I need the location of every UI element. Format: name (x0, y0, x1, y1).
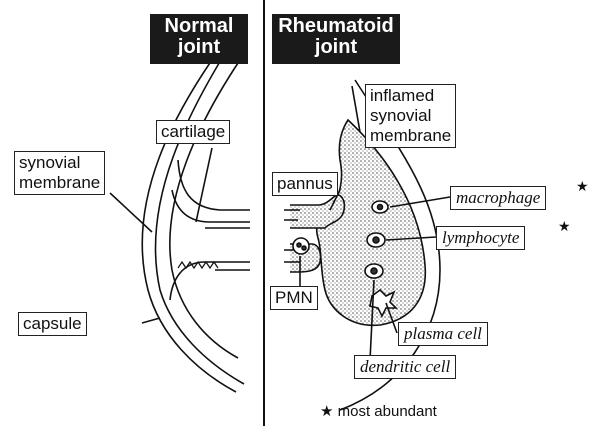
label-plasma-cell: plasma cell (398, 322, 488, 346)
rheumatoid-joint-title: Rheumatoid joint (272, 14, 400, 64)
label-pannus: pannus (272, 172, 338, 196)
label-lymphocyte: lymphocyte (436, 226, 525, 250)
label-capsule: capsule (18, 312, 87, 336)
synovial-line2: membrane (19, 173, 100, 193)
lymphocyte-star-icon: ★ (558, 220, 571, 234)
normal-title-line2: joint (154, 37, 244, 58)
label-pmn: PMN (270, 286, 318, 310)
synovial-line1: synovial (19, 153, 100, 173)
normal-title-line1: Normal (154, 16, 244, 37)
footnote-most-abundant: ★ most abundant (320, 402, 437, 420)
normal-joint-drawing (110, 40, 250, 392)
normal-joint-title: Normal joint (150, 14, 248, 64)
rheumatoid-title-line1: Rheumatoid (276, 16, 396, 37)
inflamed-line1: inflamed (370, 86, 451, 106)
inflamed-line3: membrane (370, 126, 451, 146)
inflamed-line2: synovial (370, 106, 451, 126)
rheumatoid-title-line2: joint (276, 37, 396, 58)
label-inflamed-synovial-membrane: inflamed synovial membrane (365, 84, 456, 148)
label-macrophage: macrophage (450, 186, 546, 210)
label-dendritic-cell: dendritic cell (354, 355, 456, 379)
macrophage-star-icon: ★ (576, 180, 589, 194)
label-cartilage: cartilage (156, 120, 230, 144)
label-synovial-membrane: synovial membrane (14, 151, 105, 195)
